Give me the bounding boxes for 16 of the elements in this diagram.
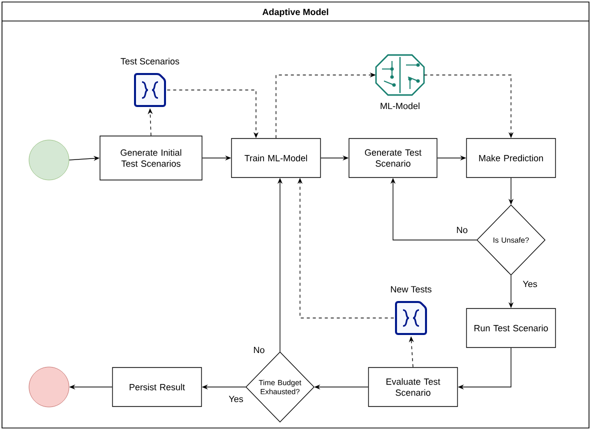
edge-label: Yes	[228, 394, 244, 404]
process-box: Run Test Scenario	[466, 308, 556, 348]
end-circle	[28, 366, 70, 408]
process-box: Evaluate Test Scenario	[368, 367, 458, 407]
process-box: Generate Test Scenario	[348, 138, 438, 178]
process-box: Make Prediction	[466, 138, 556, 178]
icon-label: New Tests	[391, 286, 432, 292]
process-box: Persist Result	[112, 367, 202, 407]
edge-label: Yes	[522, 280, 538, 288]
icon-label: ML-Model	[380, 102, 420, 110]
process-box: Train ML-Model	[231, 138, 321, 178]
start-circle	[28, 140, 70, 180]
icon-label: Test Scenarios	[120, 58, 180, 64]
edge-label: No	[455, 226, 469, 234]
process-box: Generate Initial Test Scenarios	[100, 136, 202, 180]
edge-label: No	[252, 346, 266, 354]
